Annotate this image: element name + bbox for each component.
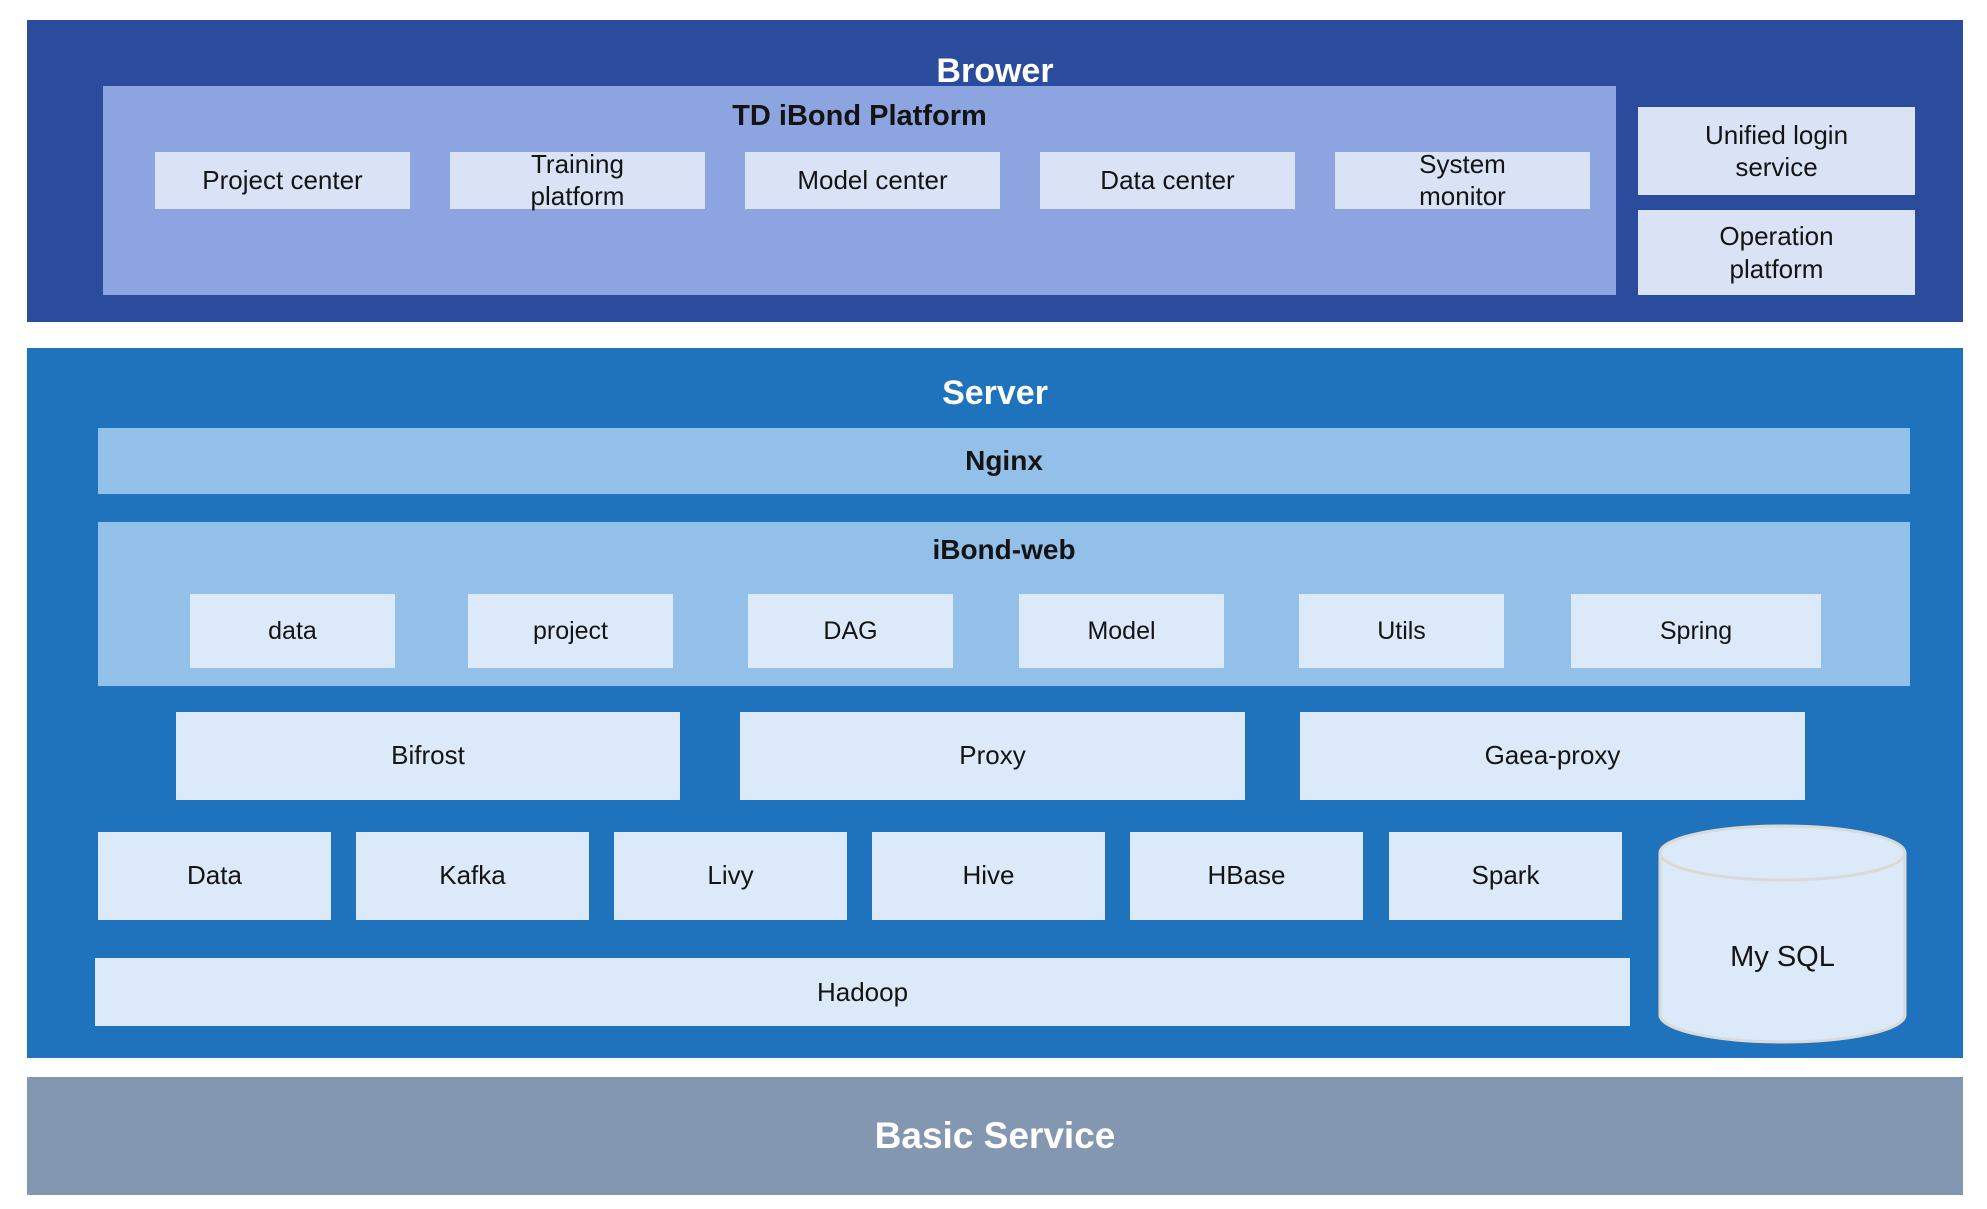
database-cylinder-icon <box>1658 824 1907 1044</box>
server-band-title: Server <box>942 374 1048 412</box>
module-hive: Hive <box>872 832 1105 920</box>
basic-service-title: Basic Service <box>874 1115 1116 1156</box>
ibond-web-panel: iBond-web data project DAG Model Utils S… <box>98 522 1910 686</box>
hadoop-bar: Hadoop <box>95 958 1630 1026</box>
module-data: data <box>190 594 395 668</box>
module-unified-login-service: Unified login service <box>1638 107 1915 195</box>
module-proxy: Proxy <box>740 712 1245 800</box>
module-bifrost: Bifrost <box>176 712 680 800</box>
mysql-database: My SQL <box>1657 823 1908 1045</box>
module-model: Model <box>1019 594 1224 668</box>
mysql-label: My SQL <box>1730 941 1835 973</box>
td-ibond-platform-title: TD iBond Platform <box>732 100 987 132</box>
module-operation-platform: Operation platform <box>1638 210 1915 295</box>
ibond-web-title: iBond-web <box>932 534 1076 565</box>
basic-service-band: Basic Service <box>27 1077 1963 1195</box>
browser-band: Brower TD iBond Platform Project center … <box>27 20 1963 322</box>
module-utils: Utils <box>1299 594 1504 668</box>
server-band: Server Nginx iBond-web data project DAG … <box>27 348 1963 1058</box>
module-dag: DAG <box>748 594 953 668</box>
nginx-bar: Nginx <box>98 428 1910 494</box>
td-ibond-platform-panel: TD iBond Platform Project center Trainin… <box>103 86 1616 295</box>
module-kafka: Kafka <box>356 832 589 920</box>
module-data-center: Data center <box>1040 152 1295 209</box>
module-data-store: Data <box>98 832 331 920</box>
module-model-center: Model center <box>745 152 1000 209</box>
module-hbase: HBase <box>1130 832 1363 920</box>
module-gaea-proxy: Gaea-proxy <box>1300 712 1805 800</box>
browser-band-title: Brower <box>936 52 1054 90</box>
module-project-center: Project center <box>155 152 410 209</box>
module-spark: Spark <box>1389 832 1622 920</box>
module-spring: Spring <box>1571 594 1821 668</box>
module-project: project <box>468 594 673 668</box>
module-system-monitor: System monitor <box>1335 149 1590 211</box>
module-training-platform: Training platform <box>450 149 705 211</box>
module-livy: Livy <box>614 832 847 920</box>
